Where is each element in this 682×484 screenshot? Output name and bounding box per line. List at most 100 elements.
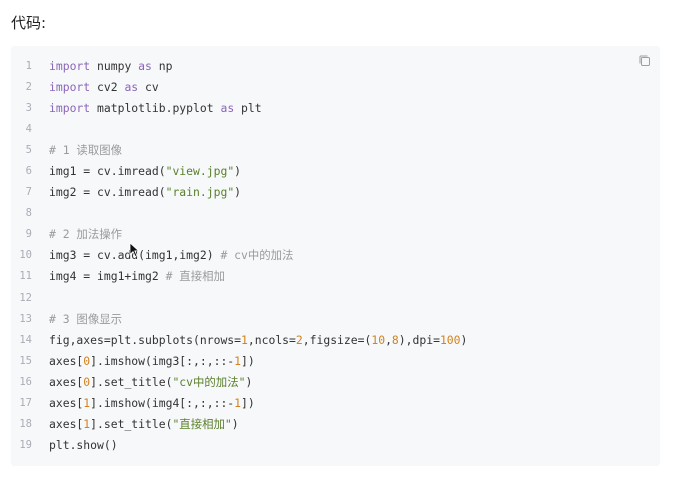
- code-text: axes[1].imshow(img4[:,:,::-1]): [49, 393, 255, 414]
- code-token: ]): [241, 353, 255, 368]
- code-token: 100: [439, 332, 461, 347]
- code-token: ): [460, 332, 468, 347]
- code-token: ,: [385, 332, 392, 347]
- code-text: axes[0].set_title("cv中的加法"): [49, 372, 252, 393]
- code-line: 2 import cv2 as cv: [11, 77, 660, 98]
- code-token: img1 = cv.imread(: [49, 164, 166, 179]
- copy-icon: [638, 54, 654, 68]
- line-number: 18: [19, 417, 32, 430]
- code-text: # 3 图像显示: [49, 309, 122, 330]
- code-text: axes[1].set_title("直接相加"): [49, 414, 239, 435]
- line-number: 3: [25, 102, 32, 115]
- line-number: 11: [19, 270, 32, 283]
- code-token: "view.jpg": [165, 164, 235, 179]
- line-number: 5: [25, 144, 32, 157]
- code-token: plt: [234, 101, 262, 116]
- code-token: 1: [83, 416, 91, 431]
- code-token: 2: [295, 332, 303, 347]
- code-token: img2 = cv.imread(: [49, 185, 166, 200]
- code-token: ): [234, 185, 242, 200]
- line-number: 19: [19, 438, 32, 451]
- code-line: 7 img2 = cv.imread("rain.jpg"): [11, 182, 660, 203]
- code-token: as: [124, 80, 139, 95]
- code-token: 1: [241, 332, 248, 347]
- code-token: axes[: [49, 416, 84, 431]
- code-token: axes[: [49, 374, 84, 389]
- line-number: 4: [25, 123, 32, 136]
- line-number: 2: [25, 81, 32, 94]
- code-token: plt.show(): [49, 437, 118, 452]
- code-token: cv: [138, 80, 159, 95]
- code-text: # 1 读取图像: [49, 140, 122, 161]
- code-line: 13# 3 图像显示: [11, 309, 660, 330]
- code-line: 18 axes[1].set_title("直接相加"): [11, 414, 660, 435]
- code-text: img3 = cv.add(img1,img2) # cv中的加法: [49, 245, 293, 266]
- code-line: 11 img4 = img1+img2 # 直接相加: [11, 266, 660, 287]
- code-token: as: [138, 59, 152, 73]
- line-number: 9: [25, 228, 32, 241]
- code-text: import cv2 as cv: [49, 77, 159, 98]
- code-token: "直接相加": [172, 416, 232, 431]
- code-text: img1 = cv.imread("view.jpg"): [49, 161, 241, 182]
- code-line: 12: [11, 288, 660, 309]
- code-token: 0: [83, 353, 91, 368]
- code-token: img4 = img1+img2: [49, 269, 166, 284]
- code-token: axes[: [49, 395, 84, 410]
- line-number: 17: [19, 396, 32, 409]
- code-token: # 2 加法操作: [49, 227, 122, 242]
- code-token: ): [245, 374, 253, 389]
- code-token: # 1 读取图像: [49, 143, 122, 158]
- code-token: np: [151, 59, 173, 73]
- code-token: 8: [391, 332, 399, 347]
- code-token: 1: [83, 395, 91, 410]
- code-token: ,figsize=(: [302, 332, 372, 347]
- code-line: 6 img1 = cv.imread("view.jpg"): [11, 161, 660, 182]
- code-token: ): [231, 416, 239, 431]
- code-line: 14 fig,axes=plt.subplots(nrows=1,ncols=2,…: [11, 330, 660, 351]
- line-number: 14: [19, 333, 32, 346]
- line-number: 7: [25, 186, 32, 199]
- line-number: 15: [19, 354, 32, 367]
- code-line: 5 # 1 读取图像: [11, 140, 660, 161]
- copy-button[interactable]: [638, 54, 654, 70]
- code-text: fig,axes=plt.subplots(nrows=1,ncols=2,fi…: [49, 330, 467, 351]
- code-text: axes[0].imshow(img3[:,:,::-1]): [49, 351, 255, 372]
- line-number: 10: [19, 249, 32, 262]
- code-token: 10: [371, 332, 386, 347]
- code-token: numpy: [90, 59, 139, 73]
- code-token: # 3 图像显示: [49, 311, 122, 326]
- line-number: 16: [19, 375, 32, 388]
- code-token: ].set_title(: [90, 416, 173, 431]
- mouse-cursor-icon: [129, 242, 140, 258]
- code-line: 15 axes[0].imshow(img3[:,:,::-1]): [11, 351, 660, 372]
- code-token: ]): [241, 395, 255, 410]
- code-token: ].imshow(img3[:,:,::-: [90, 353, 235, 368]
- line-number: 6: [25, 165, 32, 178]
- code-token: import: [49, 101, 91, 116]
- code-token: as: [220, 101, 235, 116]
- code-text: import matplotlib.pyplot as plt: [49, 98, 262, 119]
- code-text: import numpy as np: [49, 56, 172, 77]
- code-token: "cv中的加法": [172, 374, 246, 389]
- code-line: 1 import numpy as np: [11, 56, 660, 77]
- code-token: # 直接相加: [165, 269, 225, 284]
- code-token: ].set_title(: [90, 374, 173, 389]
- code-token: ,ncols=: [247, 332, 296, 347]
- code-token: 1: [234, 395, 242, 410]
- code-token: ].imshow(img4[:,:,::-: [90, 395, 235, 410]
- code-token: ),dpi=: [398, 332, 440, 347]
- code-text: img4 = img1+img2 # 直接相加: [49, 266, 225, 287]
- code-token: 1: [234, 353, 242, 368]
- code-line: 8: [11, 203, 660, 224]
- code-token: matplotlib.pyplot: [90, 101, 221, 116]
- code-text: img2 = cv.imread("rain.jpg"): [49, 182, 241, 203]
- line-number: 8: [25, 207, 32, 220]
- code-line: 16 axes[0].set_title("cv中的加法"): [11, 372, 660, 393]
- code-token: img3 = cv.add(img1,img2): [49, 248, 214, 263]
- code-line: 9 # 2 加法操作: [11, 224, 660, 245]
- line-number: 1: [25, 60, 32, 72]
- code-token: axes[: [49, 353, 84, 368]
- code-line: 4: [11, 119, 660, 140]
